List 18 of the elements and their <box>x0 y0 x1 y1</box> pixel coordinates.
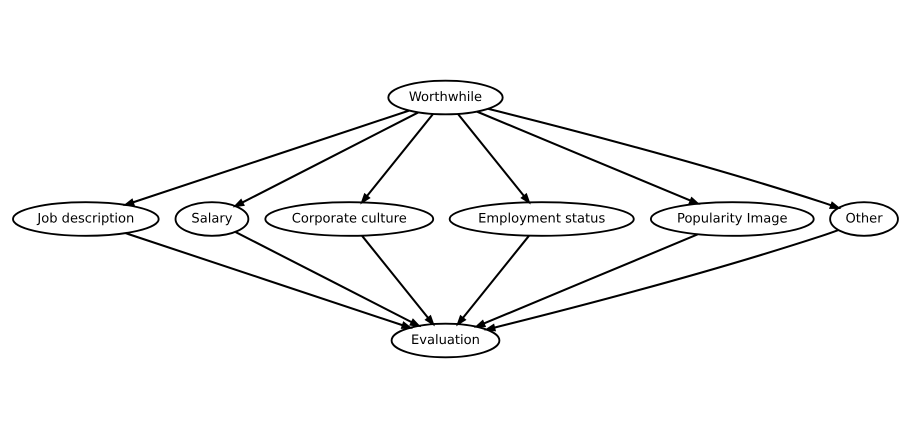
node-ellipse: Salary <box>174 201 250 237</box>
node-ellipse: Job description <box>12 201 160 237</box>
node-ellipse: Worthwhile <box>387 80 504 116</box>
arrow <box>476 110 700 205</box>
arrow <box>122 110 410 206</box>
arrow <box>484 229 839 332</box>
arrow <box>232 112 419 208</box>
arrow <box>457 113 531 204</box>
arrow <box>361 235 435 326</box>
arrow <box>235 231 422 328</box>
node-ellipse: Popularity Image <box>650 201 815 237</box>
arrow <box>488 108 842 209</box>
arrow <box>456 235 530 326</box>
arrow <box>474 233 698 328</box>
node-ellipse: Employment status <box>448 201 635 237</box>
node-ellipse: Corporate culture <box>264 201 434 237</box>
arrow <box>360 113 434 204</box>
arrow <box>125 232 413 329</box>
